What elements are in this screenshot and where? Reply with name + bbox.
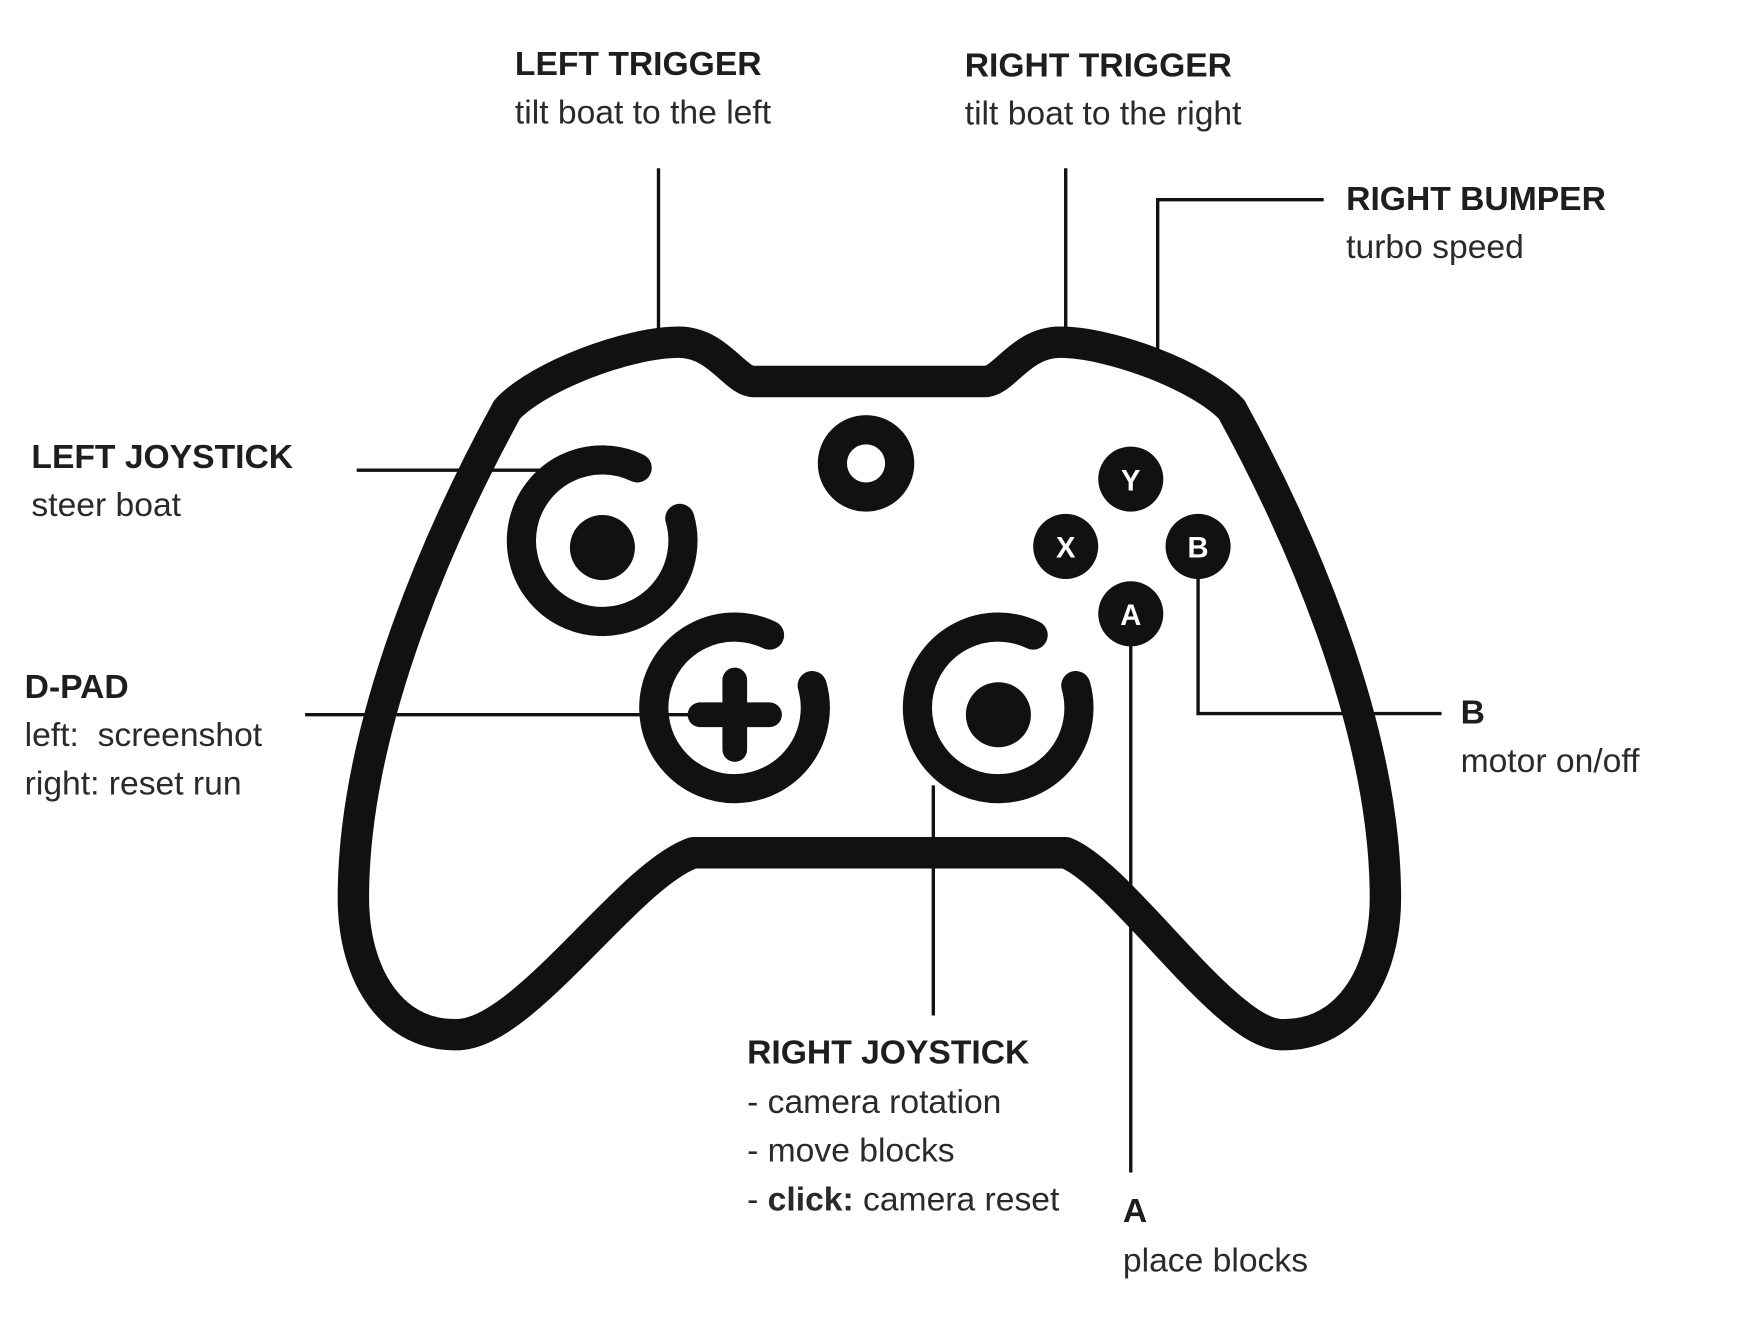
right-trigger-title: RIGHT TRIGGER [965,47,1232,84]
b-title: B [1461,695,1485,732]
right-joystick-icon [902,612,1094,804]
right-joystick-line: - move blocks [747,1132,954,1169]
b-desc: motor on/off [1461,743,1641,780]
right-trigger-desc: tilt boat to the right [965,96,1242,133]
b-button: B [1165,513,1231,579]
right-joystick-line: - camera rotation [747,1084,1001,1121]
right-joystick-click-line: - click: camera reset [747,1182,1060,1219]
right-bumper-title: RIGHT BUMPER [1346,181,1606,218]
left-trigger-desc: tilt boat to the left [515,94,772,131]
dpad-line-right: right: reset run [25,765,242,802]
a-desc: place blocks [1123,1242,1308,1279]
left-joystick-title: LEFT JOYSTICK [31,439,293,476]
right-joystick-title: RIGHT JOYSTICK [747,1035,1029,1072]
svg-text:X: X [1056,533,1076,565]
b-leader [1196,577,1442,716]
controller-outline [337,326,1402,1051]
dpad-line-left: left: screenshot [25,717,263,754]
y-button: Y [1098,446,1164,512]
dpad-icon [639,612,830,804]
click-prefix: - [747,1182,768,1219]
click-bold: click: [768,1182,854,1219]
dpad-title: D-PAD [25,669,129,706]
left-joystick-desc: steer boat [31,487,181,524]
xbox-guide-button [817,415,915,512]
click-rest: camera reset [854,1182,1060,1219]
left-trigger-title: LEFT TRIGGER [515,46,762,83]
x-button: X [1033,513,1099,579]
a-button: A [1098,581,1164,647]
svg-text:Y: Y [1121,465,1140,497]
left-joystick-icon [506,445,698,637]
svg-text:B: B [1188,533,1209,565]
right-bumper-desc: turbo speed [1346,229,1524,266]
a-title: A [1123,1193,1147,1230]
right-bumper-leader [1156,198,1324,376]
svg-text:A: A [1120,600,1141,632]
